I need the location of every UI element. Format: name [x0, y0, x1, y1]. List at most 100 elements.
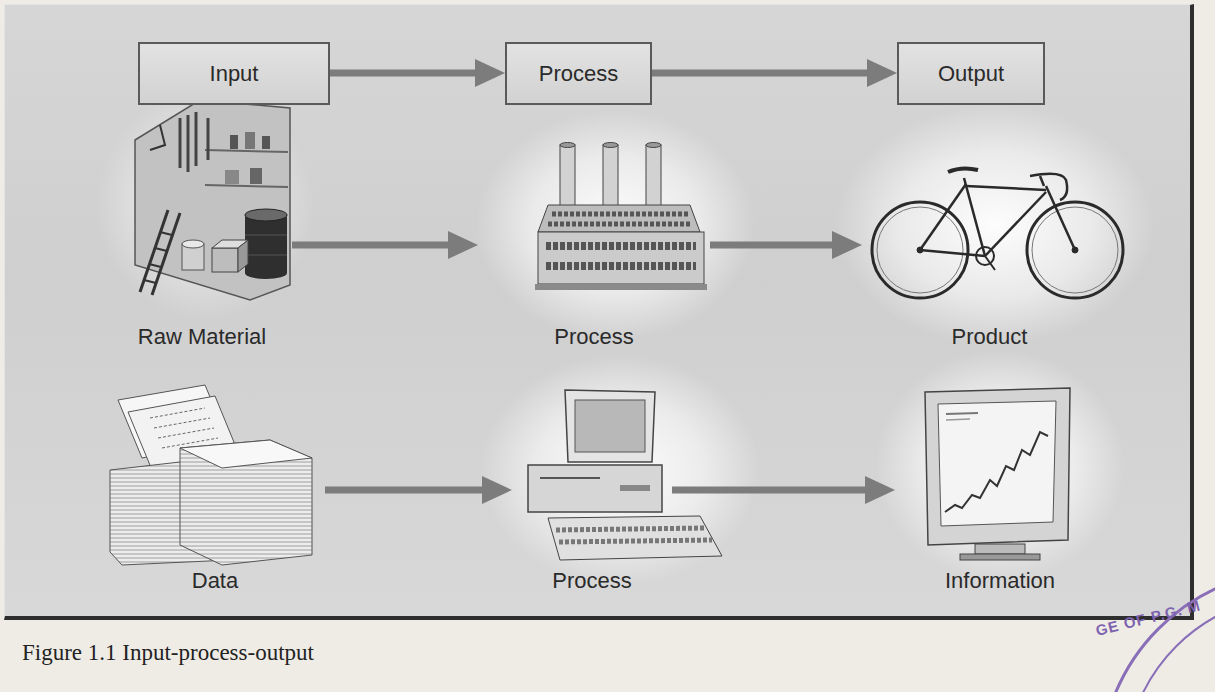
computer-illustration-part [528, 465, 662, 512]
bicycle-illustration-part [1027, 202, 1123, 298]
stamp-text: GE OF P.G. M [1094, 596, 1202, 639]
arrow-shaft [330, 70, 477, 77]
arrow-shaft [292, 242, 450, 249]
raw-material-illustration-part [187, 115, 190, 172]
glow-halos-part [475, 110, 755, 340]
computer-illustration [528, 390, 722, 560]
bicycle-illustration-part [948, 168, 978, 172]
factory-illustration-part [560, 145, 575, 210]
raw-material-illustration-part [262, 136, 270, 149]
data-papers-illustration [110, 385, 312, 565]
arrow-shaft [672, 487, 867, 494]
arrow-head [832, 231, 862, 259]
computer-illustration-part [548, 516, 722, 560]
raw-material-illustration-part [245, 215, 287, 273]
monitor-graph-illustration [925, 388, 1070, 560]
monitor-graph-illustration-part [946, 419, 970, 420]
raw-material-illustration-part [155, 248, 167, 251]
glow-halos-part [480, 355, 760, 585]
raw-material-illustration-part [160, 232, 172, 235]
monitor-graph-illustration-part [960, 554, 1040, 560]
box-label: Process [539, 61, 618, 87]
computer-illustration-part [556, 528, 705, 530]
arrow-shaft [710, 242, 834, 249]
bicycle-illustration-part [1032, 207, 1118, 293]
computer-illustration-part [559, 540, 712, 542]
box-label: Input [210, 61, 259, 87]
arrow-head [475, 59, 505, 87]
raw-material-node: Raw Material [112, 96, 292, 350]
raw-material-illustration-part [140, 210, 168, 292]
raw-material-illustration-part [212, 248, 238, 272]
data-papers-illustration-part [154, 418, 210, 428]
illustration-label: Process [552, 568, 631, 594]
bicycle-illustration-part [966, 186, 1046, 190]
factory-illustration-part [603, 145, 618, 210]
arrow-shaft [325, 487, 484, 494]
computer-illustration-part [540, 477, 600, 479]
data-node: Data [105, 382, 325, 594]
raw-material-illustration-part [245, 209, 287, 221]
bicycle-illustration-part [872, 202, 968, 298]
bicycle-illustration-part [1072, 247, 1078, 253]
glow-halos-part [835, 105, 1155, 345]
illustration-label: Information [945, 568, 1055, 594]
arrow-shaft [652, 70, 869, 77]
raw-material-illustration-part [207, 118, 210, 160]
monitor-graph-illustration-part [938, 401, 1056, 526]
raw-material-illustration-part [250, 168, 262, 184]
raw-material-illustration-part [144, 280, 156, 283]
raw-material-illustration-part [245, 132, 255, 149]
bicycle-illustration-part [1040, 176, 1044, 186]
factory-illustration-part [552, 212, 688, 217]
flow-arrow [652, 59, 897, 87]
monitor-graph-illustration-part [975, 544, 1025, 554]
monitor-graph-illustration-part [925, 388, 1070, 545]
flow-arrow [710, 231, 862, 259]
raw-material-illustration-part [238, 240, 248, 272]
arrow-head [867, 59, 897, 87]
bicycle-illustration-part [920, 184, 966, 250]
raw-material-illustration-part [205, 150, 288, 152]
data-papers-illustration-part [150, 408, 205, 418]
flow-arrow [325, 476, 512, 504]
raw-material-illustration-part [225, 170, 239, 184]
monitor-graph-illustration-part [945, 432, 1048, 512]
computer-node: Process [512, 382, 672, 594]
flow-arrow [292, 231, 478, 259]
illustration-label: Raw Material [138, 324, 266, 350]
factory-illustration-part [546, 262, 696, 270]
bicycle-illustration-part [964, 178, 985, 256]
raw-material-illustration-part [149, 264, 161, 267]
raw-material-illustration-part [245, 255, 287, 256]
factory-illustration-part [560, 143, 575, 148]
glow-halos-part [95, 90, 315, 320]
raw-material-illustration-part [205, 185, 288, 187]
raw-material-illustration-part [179, 118, 182, 168]
raw-material-illustration-part [182, 240, 204, 248]
raw-material-illustration-part [245, 267, 287, 279]
arrow-head [448, 231, 478, 259]
figure-caption: Figure 1.1 Input-process-output [22, 640, 314, 666]
factory-illustration-part [538, 205, 700, 232]
input-box: Input [138, 42, 330, 105]
data-papers-illustration-part [180, 440, 312, 565]
bicycle-illustration-part [917, 247, 923, 253]
process-box: Process [505, 42, 652, 105]
computer-illustration-part [565, 390, 655, 462]
factory-illustration [535, 143, 707, 291]
arrow-head [865, 476, 895, 504]
bicycle-node: Product [862, 128, 1117, 350]
bicycle-illustration-part [985, 256, 995, 270]
factory-illustration-part [535, 284, 707, 290]
raw-material-illustration-part [135, 100, 290, 300]
raw-material-illustration-part [230, 135, 238, 149]
flow-arrow [672, 476, 895, 504]
raw-material-illustration-part [150, 125, 165, 150]
monitor-graph-illustration-part [946, 413, 978, 414]
factory-node: Process [478, 138, 710, 350]
factory-illustration-part [646, 143, 661, 148]
glow-halos [95, 90, 1155, 585]
illustration-label: Process [554, 324, 633, 350]
